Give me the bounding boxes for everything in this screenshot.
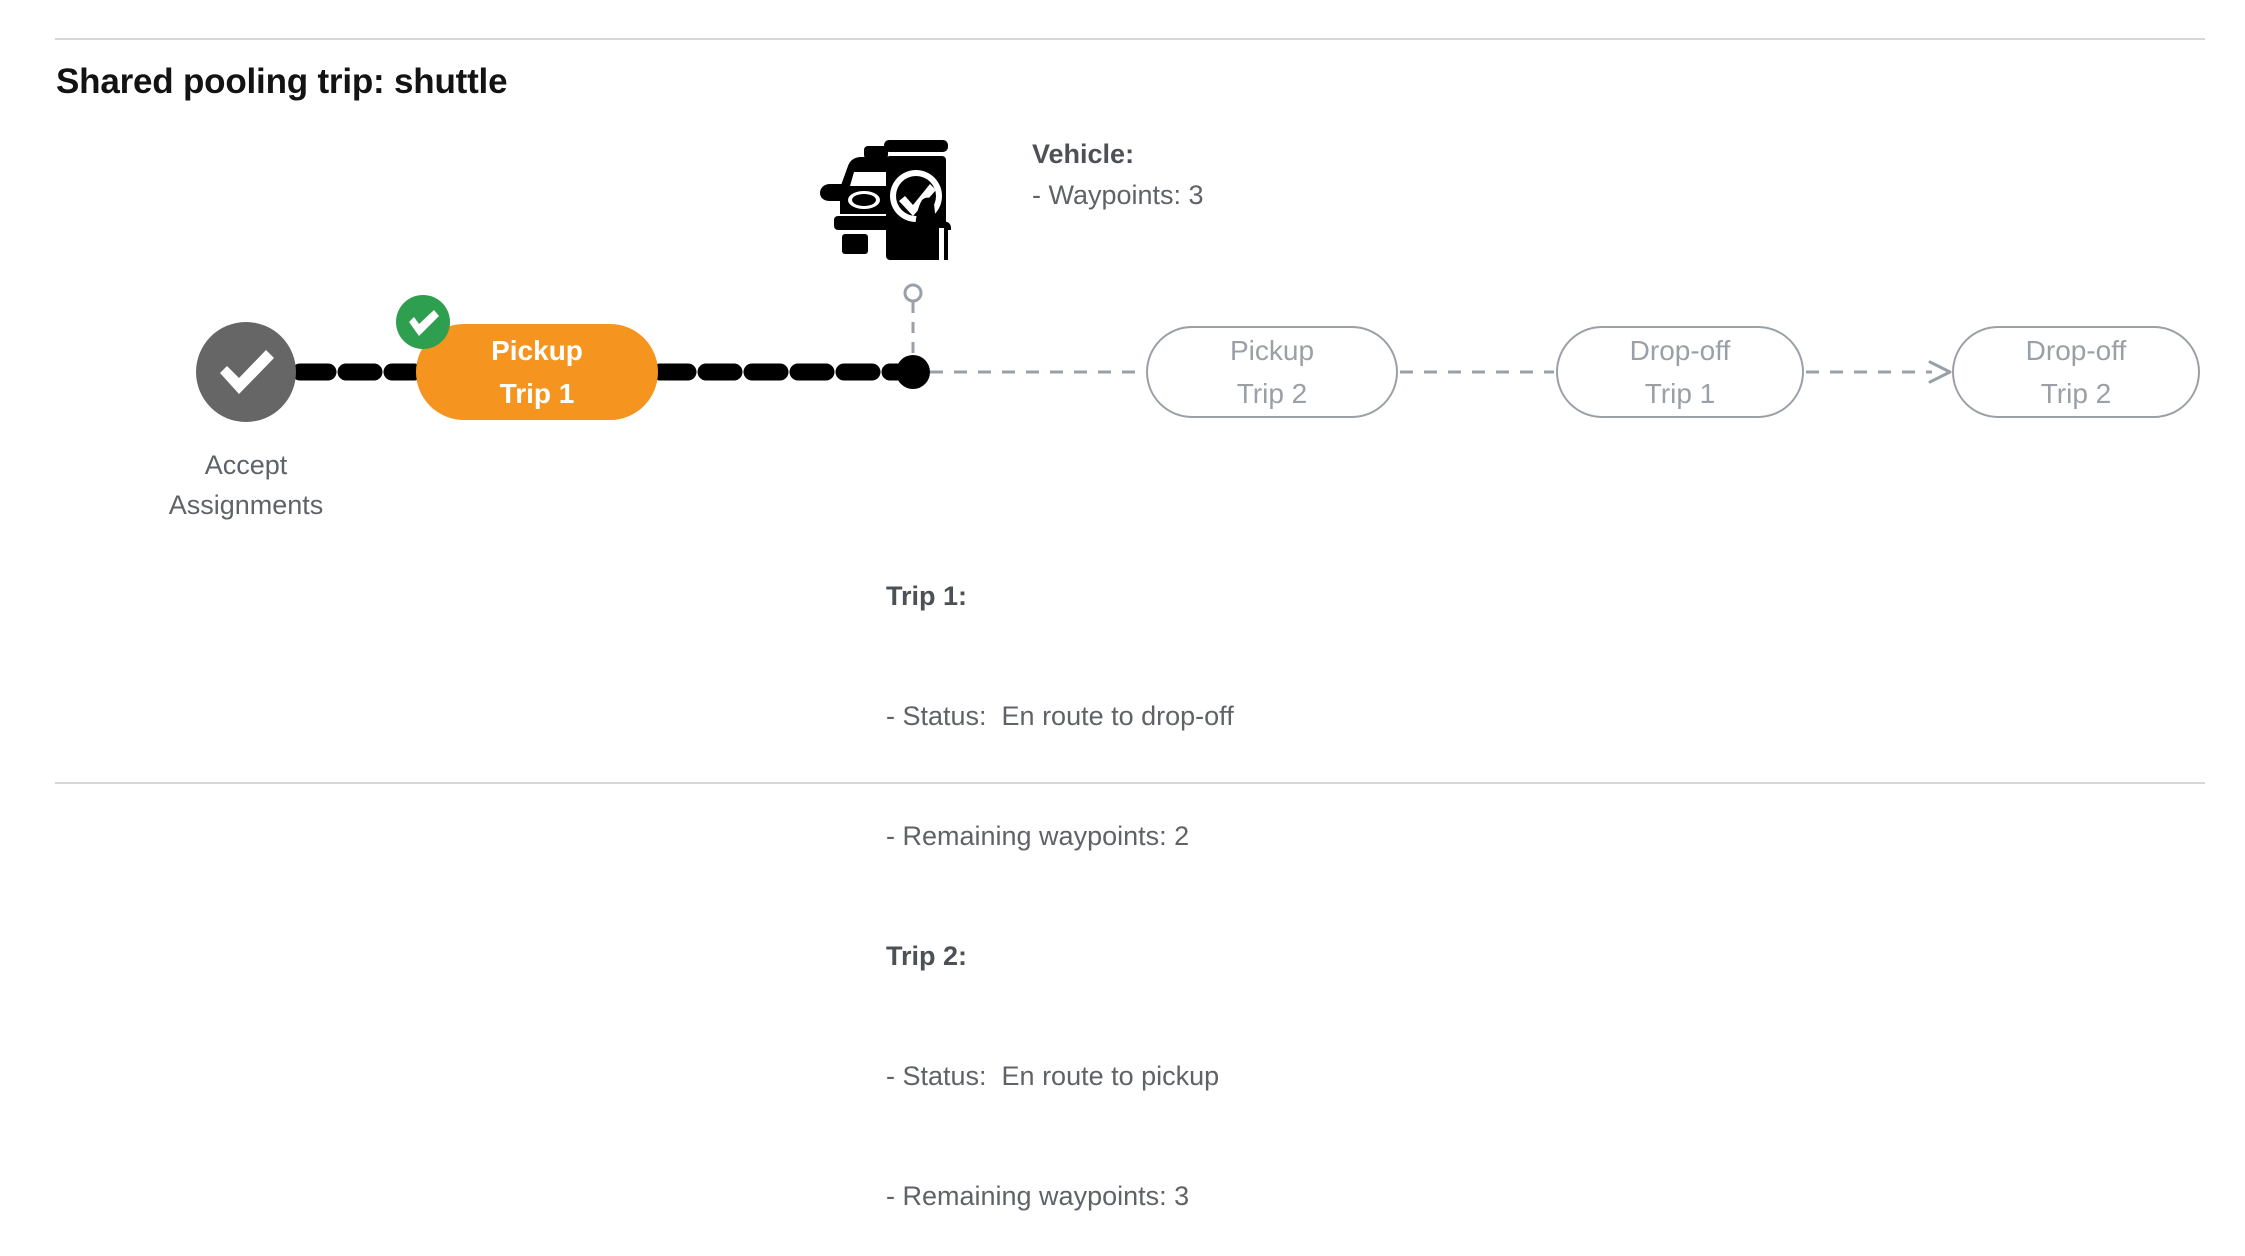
dropoff-trip-1-line-2: Trip 1 [1644,378,1716,409]
vehicle-info-panel: Vehicle: - Waypoints: 3 [1032,134,1204,216]
top-divider [55,38,2205,40]
bottom-divider [55,782,2205,784]
dropoff-trip-1-line-1: Drop-off [1629,335,1731,366]
vehicle-info-title: Vehicle: [1032,134,1204,175]
check-badge-icon [396,295,450,349]
dropoff-trip-2-line-1: Drop-off [2025,335,2127,366]
timeline-node-pickup-trip-2[interactable]: Pickup Trip 2 [1146,326,1398,418]
car-phone-check-icon [812,118,972,268]
vehicle-waypoints: - Waypoints: 3 [1032,180,1204,210]
check-circle-icon [220,350,274,394]
vehicle-position-dot [896,355,930,389]
vehicle-label: Vehicle [1032,139,1126,169]
pickup-trip-1-line-1: Pickup [491,335,583,366]
trip-2-title: Trip 2: [886,936,1234,976]
accept-label-line-2: Assignments [168,490,324,520]
timeline-node-dropoff-trip-2[interactable]: Drop-off Trip 2 [1952,326,2200,418]
timeline-node-pickup-trip-1[interactable]: Pickup Trip 1 [416,324,658,420]
page-title: Shared pooling trip: shuttle [56,62,508,101]
pickup-trip-1-line-2: Trip 1 [499,378,575,409]
pickup-trip-2-line-1: Pickup [1229,335,1315,366]
arrow-head-icon [1928,360,1952,384]
trip-2-label-colon: : [958,941,968,971]
trip-1-label-colon: : [958,581,968,611]
trip-1-title: Trip 1: [886,576,1234,616]
pickup-trip-2-line-2: Trip 2 [1236,378,1308,409]
timeline-node-dropoff-trip-1[interactable]: Drop-off Trip 1 [1556,326,1804,418]
trip-1-label: Trip 1 [886,581,959,611]
trip-2-status: - Status: En route to pickup [886,1061,1220,1091]
accept-label-line-1: Accept [204,450,288,480]
timeline-node-accept-label: Accept Assignments [96,445,396,525]
trip-2-label: Trip 2 [886,941,959,971]
dropoff-trip-2-line-2: Trip 2 [2040,378,2112,409]
trip-1-status: - Status: En route to drop-off [886,701,1234,731]
trips-info-panel: Trip 1: - Status: En route to drop-off -… [886,496,1234,1256]
vehicle-label-colon: : [1125,139,1135,169]
timeline-node-accept-assignments[interactable] [196,322,296,422]
trip-2-waypoints: - Remaining waypoints: 3 [886,1181,1190,1211]
small-circle-icon [903,283,923,303]
trip-1-waypoints: - Remaining waypoints: 2 [886,821,1190,851]
